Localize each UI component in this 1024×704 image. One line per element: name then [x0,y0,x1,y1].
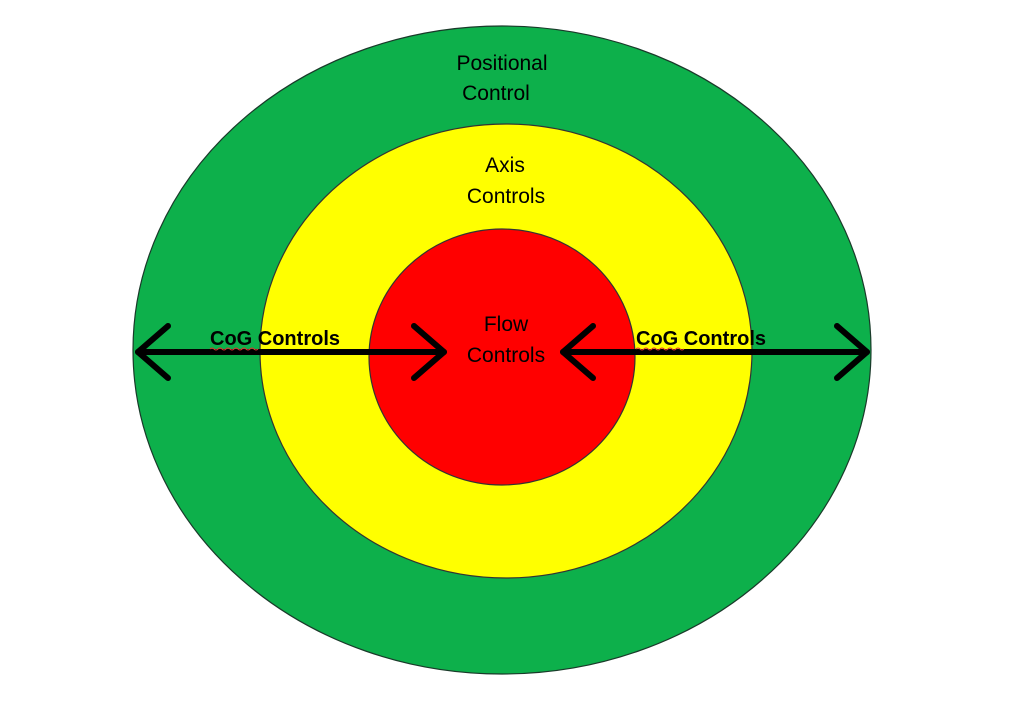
right-cog-arrow [560,323,870,381]
left-cog-label: CoG Controls [210,328,340,350]
right-cog-label: CoG Controls [636,328,766,350]
flow-label-line2: Controls [467,344,545,367]
spellcheck-underline-left [209,347,259,351]
axis-label-line1: Axis [485,154,525,177]
flow-controls-circle [368,228,636,486]
flow-label-line1: Flow [484,313,529,336]
positional-label-line2: Control [462,82,530,105]
positional-label-line1: Positional [456,52,547,75]
spellcheck-underline-right [635,347,685,351]
axis-label-line2: Controls [467,185,545,208]
left-cog-arrow [135,323,447,381]
